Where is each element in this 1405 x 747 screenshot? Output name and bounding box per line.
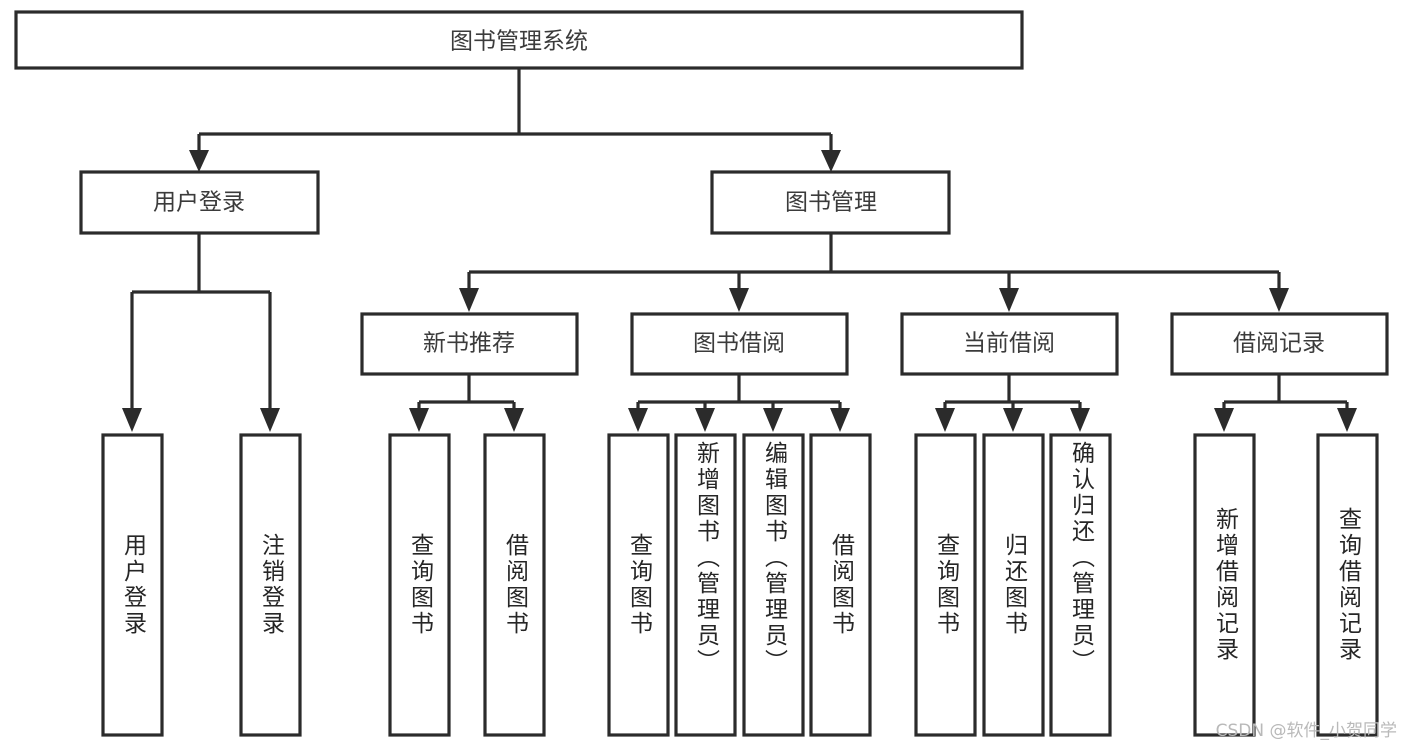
arrow-head-leaf-1 xyxy=(122,408,142,432)
node-leaf-3[interactable]: 查询图书 xyxy=(388,433,451,737)
edge-new-book-rec-bus xyxy=(417,374,516,412)
arrow-head-leaf-7 xyxy=(763,408,783,432)
node-leaf-4-label: 借阅图书 xyxy=(501,533,528,637)
arrow-head-leaf-4 xyxy=(504,408,524,432)
arrow-head-book-borrow xyxy=(729,288,749,312)
edge-root-bus xyxy=(197,68,833,158)
node-leaf-12[interactable]: 新增借阅记录 xyxy=(1193,433,1256,737)
node-book-manage-box[interactable] xyxy=(710,170,951,235)
node-leaf-2-label: 注销登录 xyxy=(257,533,284,637)
node-leaf-3-label: 查询图书 xyxy=(406,533,433,637)
edge-book-borrow-bus xyxy=(636,374,842,412)
node-leaf-13-box[interactable] xyxy=(1316,433,1379,737)
arrow-head-leaf-6 xyxy=(695,408,715,432)
node-leaf-9-label: 查询图书 xyxy=(932,533,959,637)
node-user-login-label: 用户登录 xyxy=(153,190,245,216)
node-book-manage[interactable]: 图书管理 xyxy=(710,170,951,235)
node-leaf-5-box[interactable] xyxy=(607,433,670,737)
arrow-head-leaf-11 xyxy=(1070,408,1090,432)
node-new-book-rec[interactable]: 新书推荐 xyxy=(360,312,579,376)
arrow-head-borrow-record xyxy=(1269,288,1289,312)
node-user-login-box[interactable] xyxy=(79,170,320,235)
node-leaf-1-label: 用户登录 xyxy=(119,533,146,637)
node-current-borrow-box[interactable] xyxy=(900,312,1119,376)
node-new-book-rec-label: 新书推荐 xyxy=(423,331,515,357)
node-leaf-2[interactable]: 注销登录 xyxy=(239,433,302,737)
node-leaf-11[interactable]: 确认归还（管理员） xyxy=(1049,433,1112,737)
node-root-label: 图书管理系统 xyxy=(450,29,588,55)
node-leaf-5-label: 查询图书 xyxy=(625,533,652,637)
node-leaf-7-box[interactable] xyxy=(742,433,805,737)
node-leaf-8-label: 借阅图书 xyxy=(827,533,854,637)
node-book-borrow[interactable]: 图书借阅 xyxy=(630,312,849,376)
node-leaf-6-label: 新增图书（管理员） xyxy=(692,441,719,675)
node-borrow-record[interactable]: 借阅记录 xyxy=(1170,312,1389,376)
arrow-head-leaf-2 xyxy=(260,408,280,432)
node-leaf-8[interactable]: 借阅图书 xyxy=(809,433,872,737)
arrow-head-leaf-8 xyxy=(830,408,850,432)
node-leaf-13-label: 查询借阅记录 xyxy=(1334,507,1361,663)
arrow-head-user-login xyxy=(189,150,209,172)
node-current-borrow-label: 当前借阅 xyxy=(963,331,1055,357)
node-leaf-2-box[interactable] xyxy=(239,433,302,737)
node-leaf-13[interactable]: 查询借阅记录 xyxy=(1316,433,1379,737)
edge-current-borrow-bus xyxy=(943,374,1082,412)
node-root[interactable]: 图书管理系统 xyxy=(14,10,1024,70)
edge-user-login-bus xyxy=(130,233,272,412)
node-leaf-5[interactable]: 查询图书 xyxy=(607,433,670,737)
arrow-head-current-borrow xyxy=(999,288,1019,312)
node-current-borrow[interactable]: 当前借阅 xyxy=(900,312,1119,376)
connector-layer xyxy=(122,68,1357,432)
node-leaf-1-box[interactable] xyxy=(101,433,164,737)
arrow-head-leaf-5 xyxy=(628,408,648,432)
node-borrow-record-box[interactable] xyxy=(1170,312,1389,376)
arrow-head-leaf-10 xyxy=(1003,408,1023,432)
edge-book-manage-bus xyxy=(467,233,1281,292)
node-book-borrow-box[interactable] xyxy=(630,312,849,376)
node-leaf-10[interactable]: 归还图书 xyxy=(982,433,1045,737)
node-new-book-rec-box[interactable] xyxy=(360,312,579,376)
arrow-head-leaf-3 xyxy=(409,408,429,432)
node-leaf-10-box[interactable] xyxy=(982,433,1045,737)
node-book-manage-label: 图书管理 xyxy=(785,190,877,216)
node-book-borrow-label: 图书借阅 xyxy=(693,331,785,357)
node-leaf-3-box[interactable] xyxy=(388,433,451,737)
arrow-head-leaf-9 xyxy=(935,408,955,432)
node-leaf-9[interactable]: 查询图书 xyxy=(914,433,977,737)
node-leaf-12-label: 新增借阅记录 xyxy=(1211,507,1238,663)
node-leaf-11-box[interactable] xyxy=(1049,433,1112,737)
node-leaf-7[interactable]: 编辑图书（管理员） xyxy=(742,433,805,737)
node-leaf-10-label: 归还图书 xyxy=(1000,533,1027,637)
node-leaf-4[interactable]: 借阅图书 xyxy=(483,433,546,737)
arrow-head-new-book-rec xyxy=(459,288,479,312)
node-leaf-11-label: 确认归还（管理员） xyxy=(1067,441,1094,675)
node-leaf-1[interactable]: 用户登录 xyxy=(101,433,164,737)
node-leaf-12-box[interactable] xyxy=(1193,433,1256,737)
node-leaf-9-box[interactable] xyxy=(914,433,977,737)
node-leaf-4-box[interactable] xyxy=(483,433,546,737)
node-root-box[interactable] xyxy=(14,10,1024,70)
arrow-head-leaf-12 xyxy=(1214,408,1234,432)
arrow-head-book-manage xyxy=(821,150,841,172)
node-leaf-8-box[interactable] xyxy=(809,433,872,737)
arrow-head-leaf-13 xyxy=(1337,408,1357,432)
node-borrow-record-label: 借阅记录 xyxy=(1233,331,1325,357)
node-leaf-6-box[interactable] xyxy=(674,433,737,737)
node-leaf-6[interactable]: 新增图书（管理员） xyxy=(674,433,737,737)
node-user-login[interactable]: 用户登录 xyxy=(79,170,320,235)
edge-borrow-record-bus xyxy=(1222,374,1349,412)
node-leaf-7-label: 编辑图书（管理员） xyxy=(760,441,787,675)
